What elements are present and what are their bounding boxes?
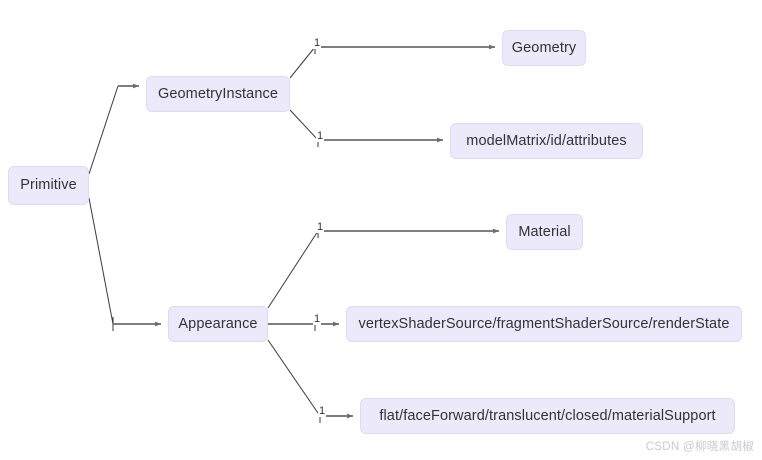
edge-label-geometry: 1 xyxy=(313,37,322,49)
edge-appearance-to-shadersource xyxy=(268,317,339,331)
node-shadersource-label: vertexShaderSource/fragmentShaderSource/… xyxy=(358,315,730,332)
node-material-label: Material xyxy=(518,223,571,240)
node-material[interactable]: Material xyxy=(506,214,583,250)
node-modelmatrix[interactable]: modelMatrix/id/attributes xyxy=(450,123,643,159)
edge-label-shadersource: 1 xyxy=(313,313,322,325)
node-modelmatrix-label: modelMatrix/id/attributes xyxy=(466,132,627,149)
node-geometryinstance[interactable]: GeometryInstance xyxy=(146,76,290,112)
edge-label-modelmatrix: 1 xyxy=(316,130,325,142)
node-flat-label: flat/faceForward/translucent/closed/mate… xyxy=(379,407,716,424)
node-geometry[interactable]: Geometry xyxy=(502,30,586,66)
node-flat[interactable]: flat/faceForward/translucent/closed/mate… xyxy=(360,398,735,434)
node-primitive-label: Primitive xyxy=(20,177,77,194)
edge-appearance-to-flat xyxy=(267,339,353,423)
node-appearance[interactable]: Appearance xyxy=(168,306,268,342)
node-primitive[interactable]: Primitive xyxy=(8,166,89,205)
edge-label-flat: 1 xyxy=(318,405,327,417)
node-geometry-label: Geometry xyxy=(511,39,577,56)
edge-geometryinstance-to-modelmatrix xyxy=(289,109,443,147)
edge-primitive-to-appearance xyxy=(88,197,161,331)
edge-appearance-to-material xyxy=(267,224,499,309)
edge-label-material: 1 xyxy=(316,221,325,233)
watermark: CSDN @柳晓黑胡椒 xyxy=(645,441,754,453)
node-shadersource[interactable]: vertexShaderSource/fragmentShaderSource/… xyxy=(346,306,742,342)
node-geometryinstance-label: GeometryInstance xyxy=(157,85,279,102)
node-appearance-label: Appearance xyxy=(178,315,258,332)
edge-primitive-to-geometryinstance xyxy=(88,83,139,175)
